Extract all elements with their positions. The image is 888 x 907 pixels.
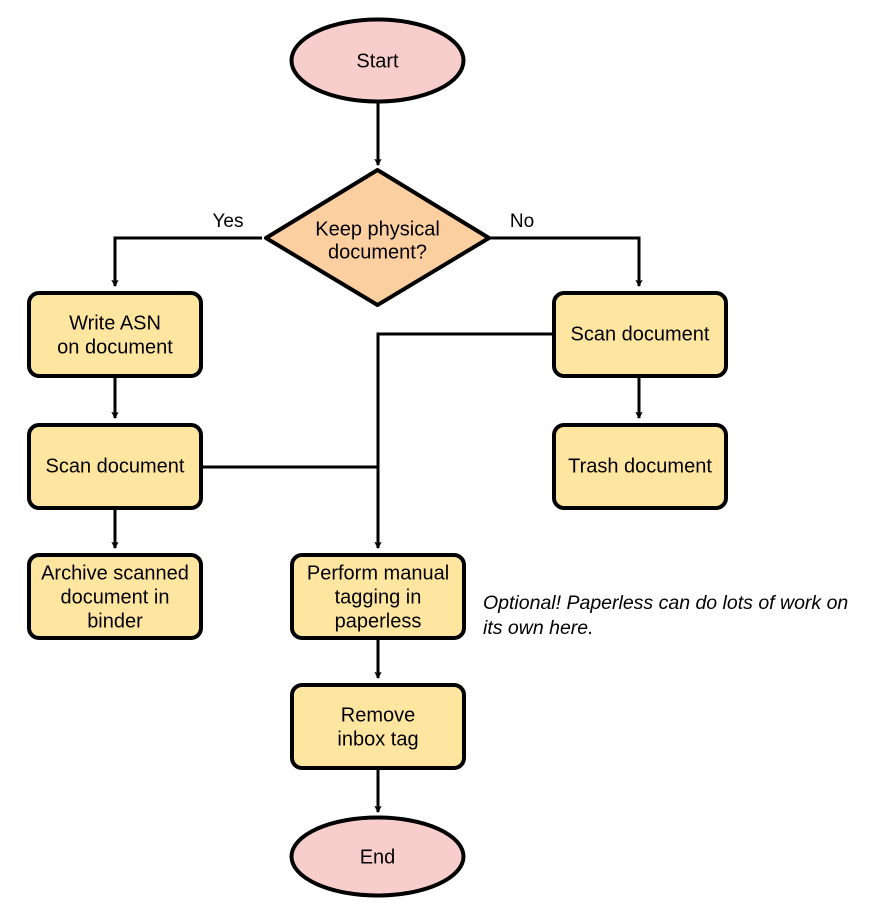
node-trash-document[interactable]: Trash document (552, 423, 728, 510)
end-label: End (360, 846, 396, 868)
node-scan-document-left[interactable]: Scan document (27, 423, 203, 510)
note-line1: Optional! Paperless can do lots of work … (483, 592, 848, 614)
edge-decision-no-to-scan-right (490, 236, 643, 288)
scan-document-left-label: Scan document (46, 455, 185, 477)
tagging-label-line3: paperless (335, 610, 422, 632)
archive-label-line2: document in (61, 586, 170, 608)
start-label: Start (356, 50, 399, 72)
optional-note: Optional! Paperless can do lots of work … (483, 592, 848, 639)
write-asn-label-line2: on document (57, 336, 173, 358)
scan-document-right-box (552, 291, 728, 378)
decision-label-line1: Keep physical (315, 218, 440, 240)
node-end[interactable]: End (289, 815, 466, 898)
scan-document-left-box (27, 423, 203, 510)
trash-document-label: Trash document (568, 455, 712, 477)
edge-scan-right-to-tagging (374, 332, 552, 550)
node-perform-manual-tagging[interactable]: Perform manual tagging in paperless (290, 553, 466, 640)
node-remove-inbox-tag[interactable]: Remove inbox tag (290, 683, 466, 770)
trash-document-box (552, 423, 728, 510)
tagging-label-line2: tagging in (335, 586, 422, 608)
write-asn-box (27, 291, 203, 378)
start-ellipse (289, 17, 466, 104)
decision-diamond (264, 168, 491, 307)
edge-label-no: No (510, 211, 534, 232)
node-scan-document-right[interactable]: Scan document (552, 291, 728, 378)
tagging-box (290, 553, 466, 640)
node-archive-scanned-document[interactable]: Archive scanned document in binder (27, 553, 203, 640)
edge-decision-yes-to-write-asn (111, 236, 262, 288)
decision-label-line2: document? (328, 241, 427, 263)
end-ellipse (289, 815, 466, 898)
archive-label-line3: binder (87, 610, 143, 632)
scan-document-right-label: Scan document (571, 323, 710, 345)
note-line2: its own here. (483, 617, 594, 639)
remove-inbox-tag-box (290, 683, 466, 770)
archive-label-line1: Archive scanned (41, 562, 189, 584)
node-start[interactable]: Start (289, 17, 466, 104)
node-decision-keep-physical-document[interactable]: Keep physical document? (264, 168, 491, 307)
write-asn-label-line1: Write ASN (69, 312, 161, 334)
archive-box (27, 553, 203, 640)
tagging-label-line1: Perform manual (307, 562, 449, 584)
remove-inbox-label-line1: Remove (341, 704, 415, 726)
edge-label-yes: Yes (213, 211, 244, 232)
node-write-asn-on-document[interactable]: Write ASN on document (27, 291, 203, 378)
remove-inbox-label-line2: inbox tag (337, 728, 418, 750)
